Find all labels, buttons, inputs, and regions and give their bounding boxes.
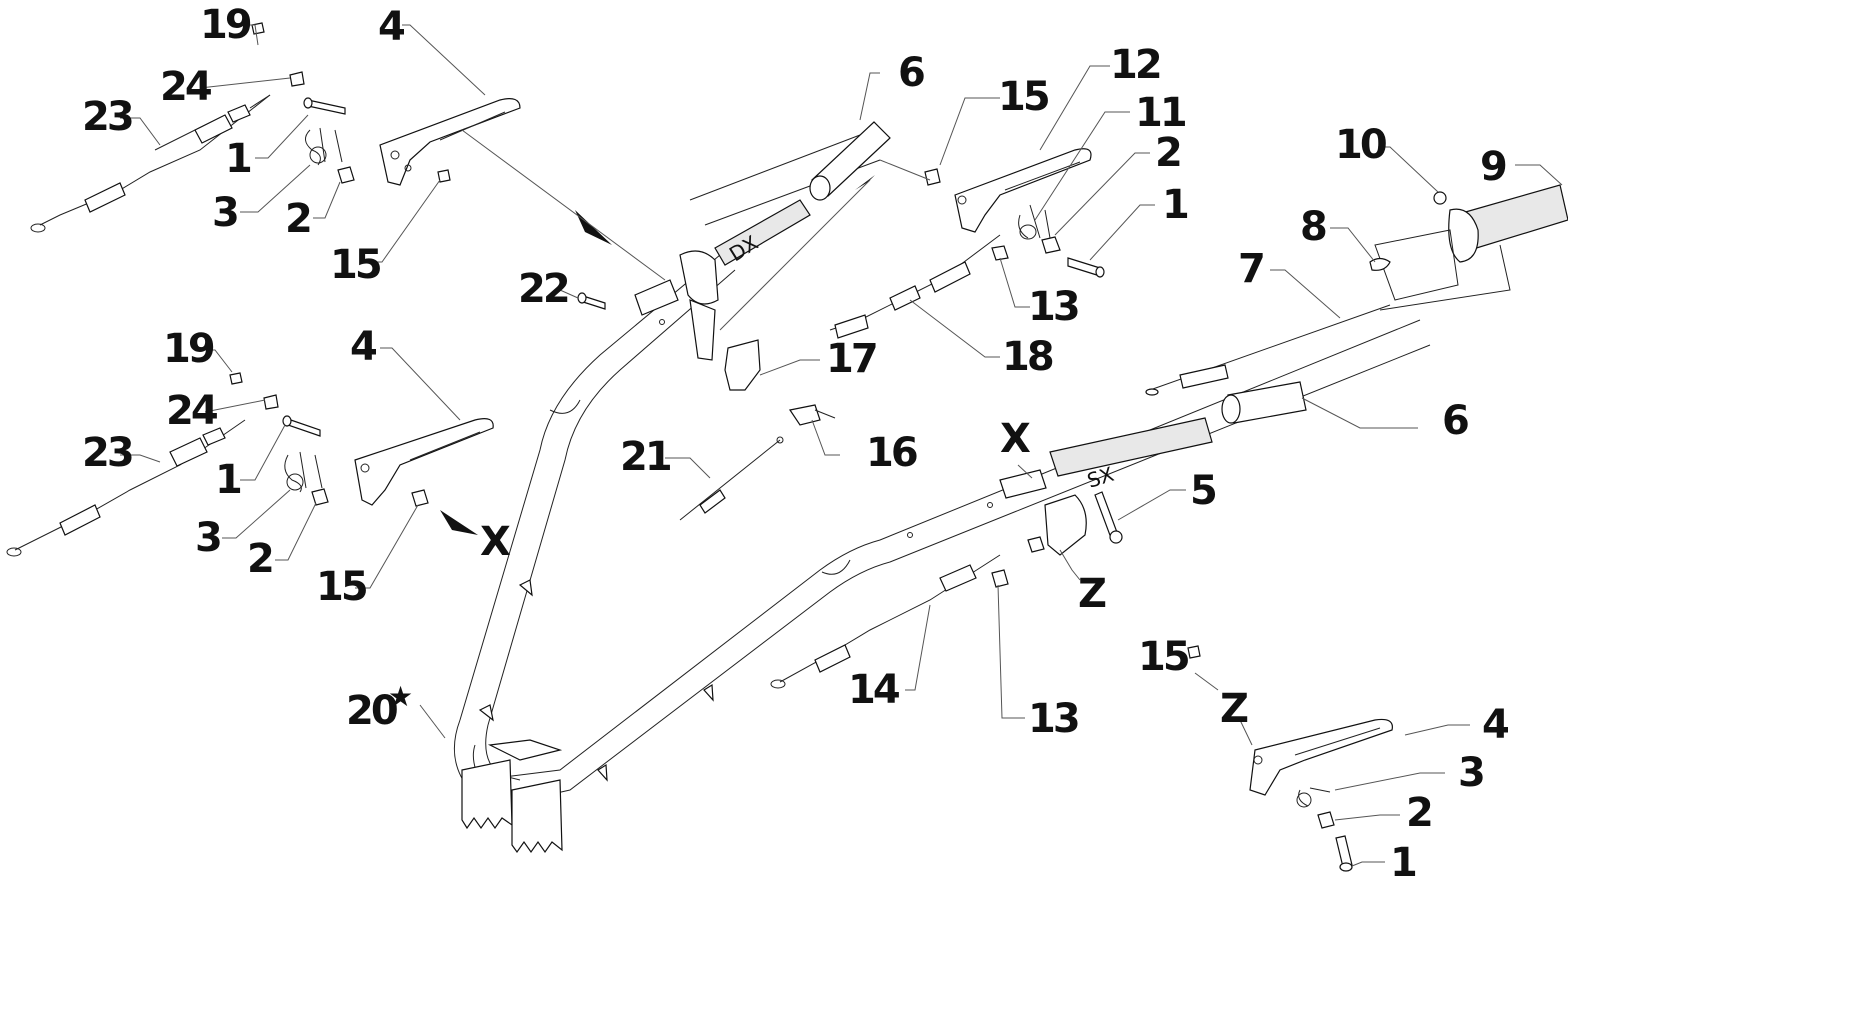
star-icon: ★ [388,680,412,713]
callout-z-frame: Z [1078,571,1106,617]
callout-3-upper: 3 [212,190,237,236]
callout-4-lower: 4 [350,324,376,370]
callout-2-bottom: 2 [1406,790,1431,836]
callout-24-lower: 24 [166,388,217,434]
callout-x-arrow: X [480,519,511,565]
callout-20: 20 [346,688,397,734]
callout-3-lower: 3 [195,515,220,561]
callout-z-bottom: Z [1220,686,1248,732]
callout-6-left: 6 [1442,398,1468,444]
callout-9: 9 [1480,144,1506,190]
callout-21: 21 [620,434,671,480]
callout-19-upper: 19 [200,2,251,48]
lever-assembly-lower-left [6,372,494,557]
callout-23-lower: 23 [82,430,132,476]
exploded-parts-diagram: DX SX [6,2,1568,880]
callout-1-right: 1 [1162,182,1188,228]
leader-lines [120,24,1563,867]
lower-center-cable [770,491,1123,689]
callout-15-lower: 15 [316,564,367,610]
callout-19-lower: 19 [163,326,214,372]
callout-1-lower: 1 [215,457,241,503]
callout-3-bottom: 3 [1458,750,1483,796]
callout-23-upper: 23 [82,94,132,140]
callout-18: 18 [1002,334,1053,380]
callout-10: 10 [1335,122,1386,168]
callout-12: 12 [1110,42,1160,88]
callout-1-upper: 1 [225,136,251,182]
callout-17: 17 [826,336,876,382]
callout-6-right: 6 [898,50,924,96]
callout-15-right: 15 [998,74,1049,120]
callout-1-bottom: 1 [1390,840,1416,880]
callout-4-upper: 4 [378,4,404,50]
handlebar-frame: DX SX [453,134,1431,854]
callout-7: 7 [1238,246,1263,292]
callout-11: 11 [1135,90,1186,136]
callout-24-upper: 24 [160,64,211,110]
center-parts [577,292,836,521]
twist-grip-assembly [1145,184,1568,396]
direction-arrows [440,129,931,535]
callout-x-frame: X [1000,416,1031,462]
callout-15-bottom: 15 [1138,634,1189,680]
grip-sleeves [809,121,1307,424]
callout-2-lower: 2 [247,536,272,582]
callout-13-lower: 13 [1028,696,1078,742]
callout-16: 16 [866,430,917,476]
callout-15-upper: 15 [330,242,381,288]
callout-4-bottom: 4 [1482,702,1508,748]
callout-8: 8 [1300,204,1326,250]
callout-13-upper: 13 [1028,284,1078,330]
callout-22: 22 [518,266,568,312]
lever-assembly-upper-left [30,22,521,233]
callout-2-upper: 2 [285,196,310,242]
lever-assembly-right [829,148,1105,339]
callout-14: 14 [848,667,899,713]
lever-assembly-lower-right [1187,645,1393,872]
callout-2-right: 2 [1155,130,1180,176]
callout-5: 5 [1190,468,1216,514]
callout-labels: 19 4 24 23 1 3 2 15 6 15 12 11 2 1 10 9 … [82,2,1511,880]
